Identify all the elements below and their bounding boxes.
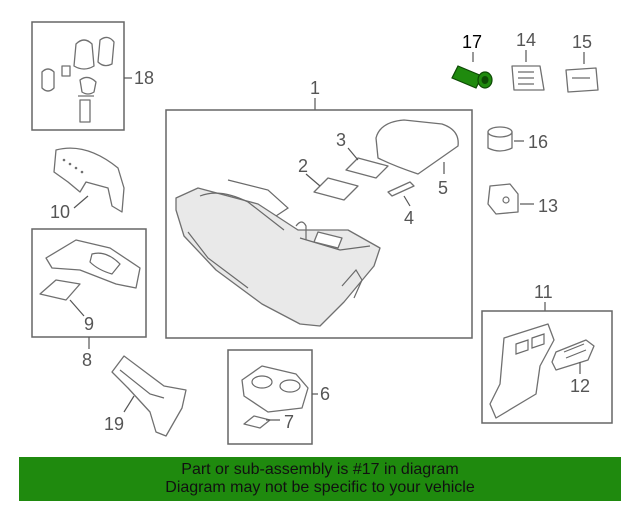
part-8-group[interactable]: 9 8 bbox=[31, 228, 147, 370]
callout-14: 14 bbox=[516, 30, 536, 50]
part-11-shape bbox=[489, 323, 555, 419]
callout-16: 16 bbox=[528, 132, 548, 152]
part-6-box bbox=[227, 349, 313, 445]
part-1-shape bbox=[175, 187, 381, 327]
callout-10: 10 bbox=[50, 202, 70, 222]
part-14-group[interactable]: 14 bbox=[511, 30, 545, 91]
part-4-shape bbox=[387, 181, 415, 197]
callout-13: 13 bbox=[538, 196, 558, 216]
callout-19: 19 bbox=[104, 414, 124, 434]
part-11-group[interactable]: 11 12 bbox=[481, 282, 613, 424]
banner-line-2: Diagram may not be specific to your vehi… bbox=[165, 479, 475, 496]
callout-7: 7 bbox=[284, 412, 294, 432]
part-1-box bbox=[165, 109, 473, 339]
part-17-group[interactable]: 17 bbox=[451, 32, 493, 89]
callout-12: 12 bbox=[570, 376, 590, 396]
part-11-box bbox=[481, 310, 613, 424]
callout-18: 18 bbox=[134, 68, 154, 88]
part-9-shape bbox=[39, 279, 81, 301]
callout-3: 3 bbox=[336, 130, 346, 150]
callout-8: 8 bbox=[82, 350, 92, 370]
part-10-shape bbox=[53, 147, 125, 213]
part-17-shape bbox=[451, 65, 483, 89]
callout-6: 6 bbox=[320, 384, 330, 404]
part-18-box bbox=[31, 21, 125, 131]
callout-1: 1 bbox=[310, 78, 320, 98]
part-1-group[interactable]: 1 2 3 4 5 bbox=[165, 78, 473, 339]
part-6-group[interactable]: 6 7 bbox=[227, 349, 330, 445]
callout-11: 11 bbox=[534, 282, 553, 302]
part-5-shape bbox=[375, 119, 459, 175]
callout-15: 15 bbox=[572, 32, 592, 52]
part-10-detail bbox=[62, 158, 84, 174]
part-3-shape bbox=[345, 157, 389, 179]
part-15-shape bbox=[565, 67, 599, 93]
part-16-group[interactable]: 16 bbox=[487, 126, 548, 152]
part-18-shapes bbox=[41, 36, 115, 123]
part-19-group[interactable]: 19 bbox=[104, 355, 187, 437]
part-13-group[interactable]: 13 bbox=[487, 183, 558, 216]
banner-line-1: Part or sub-assembly is #17 in diagram bbox=[181, 461, 459, 478]
callout-2: 2 bbox=[298, 156, 308, 176]
part-15-group[interactable]: 15 bbox=[565, 32, 599, 93]
part-18-group[interactable]: 18 bbox=[31, 21, 154, 131]
part-10-group[interactable]: 10 bbox=[50, 147, 125, 222]
callout-5: 5 bbox=[438, 178, 448, 198]
part-6-shape bbox=[241, 365, 309, 413]
info-banner: Part or sub-assembly is #17 in diagram D… bbox=[19, 457, 621, 501]
callout-17: 17 bbox=[462, 32, 482, 52]
part-2-shape bbox=[313, 177, 359, 201]
part-17-socket bbox=[481, 76, 489, 84]
part-19-shape bbox=[111, 355, 187, 437]
part-7-shape bbox=[243, 415, 271, 429]
callout-4: 4 bbox=[404, 208, 414, 228]
callout-9: 9 bbox=[84, 314, 94, 334]
